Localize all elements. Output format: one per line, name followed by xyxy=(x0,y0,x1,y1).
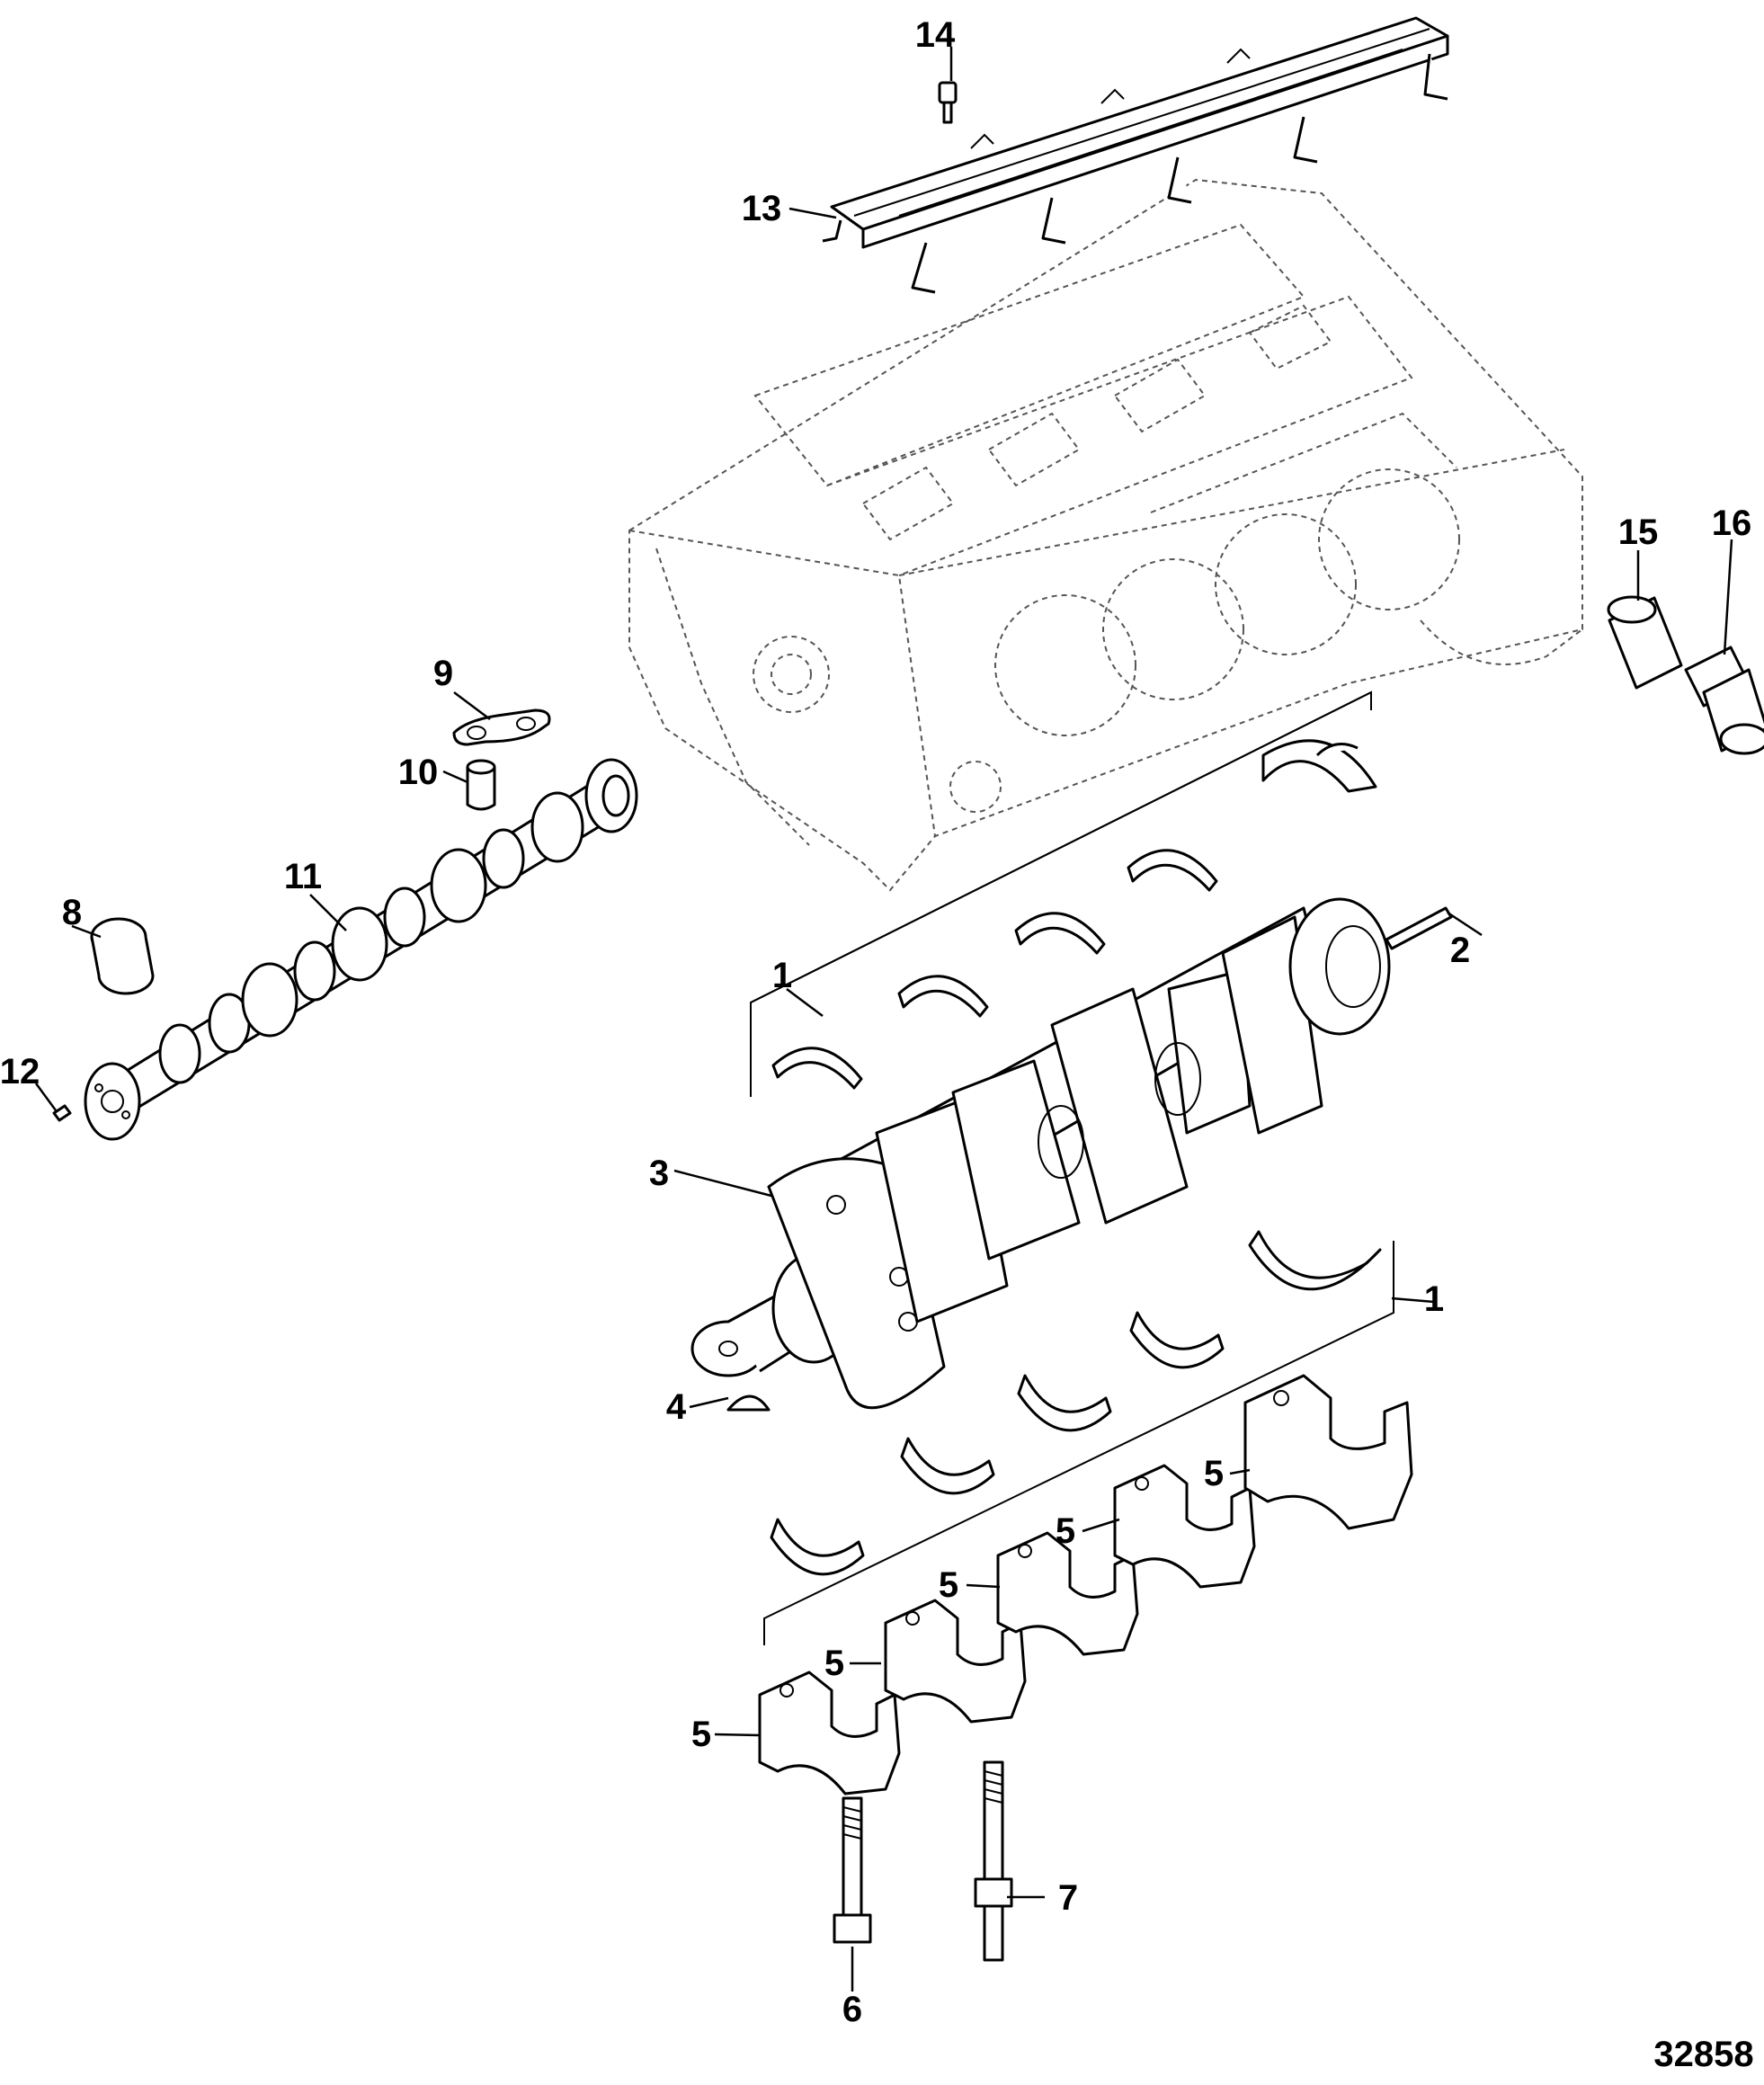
callout-1-upper: 1 xyxy=(772,956,792,995)
callout-labels: 14 13 15 16 9 10 11 8 12 1 2 3 1 4 5 5 5… xyxy=(0,15,1754,2074)
crank-pin xyxy=(1385,906,1453,950)
callout-5-e: 5 xyxy=(691,1715,711,1754)
callout-8: 8 xyxy=(62,893,82,932)
callout-13: 13 xyxy=(742,189,782,228)
valve-lifter xyxy=(466,759,496,811)
leader-lines xyxy=(34,47,1733,1991)
engine-block-ghost xyxy=(628,178,1583,892)
dowel-pin xyxy=(52,1104,72,1122)
pressure-sensor xyxy=(1684,646,1764,755)
callout-6: 6 xyxy=(842,1990,862,2029)
upper-bearing-shells xyxy=(771,739,1377,1090)
callout-5-b: 5 xyxy=(1056,1511,1075,1551)
crankshaft xyxy=(690,897,1391,1410)
callout-5-d: 5 xyxy=(824,1644,844,1683)
callout-12: 12 xyxy=(0,1052,40,1092)
main-cap-stud xyxy=(974,1760,1013,1962)
callout-4: 4 xyxy=(666,1387,687,1427)
cam-bearing xyxy=(90,917,155,995)
callout-11: 11 xyxy=(284,857,322,896)
callout-9: 9 xyxy=(433,654,453,693)
woodruff-key xyxy=(726,1394,771,1412)
lifter-guide-tray xyxy=(822,16,1449,294)
lower-bearing-set xyxy=(763,1241,1394,1645)
callout-15: 15 xyxy=(1618,512,1659,552)
main-bearing-caps xyxy=(758,1374,1413,1795)
callout-3: 3 xyxy=(649,1154,669,1193)
callout-7: 7 xyxy=(1058,1878,1078,1918)
lifter-guide xyxy=(452,708,551,746)
callout-5-c: 5 xyxy=(939,1565,958,1605)
callout-1-lower: 1 xyxy=(1424,1279,1444,1319)
figure-number: 32858 xyxy=(1653,2035,1753,2074)
upper-bearing-set xyxy=(750,691,1372,1097)
lower-bearing-shells xyxy=(770,1230,1382,1576)
callout-14: 14 xyxy=(915,15,956,55)
main-cap-bolt xyxy=(833,1796,872,1944)
callout-10: 10 xyxy=(398,753,439,792)
tray-bolt xyxy=(938,81,958,124)
camshaft xyxy=(84,758,638,1141)
callout-5-a: 5 xyxy=(1204,1454,1224,1493)
callout-2: 2 xyxy=(1450,931,1470,970)
sensor-adapter xyxy=(1607,595,1683,690)
callout-16: 16 xyxy=(1712,503,1752,543)
